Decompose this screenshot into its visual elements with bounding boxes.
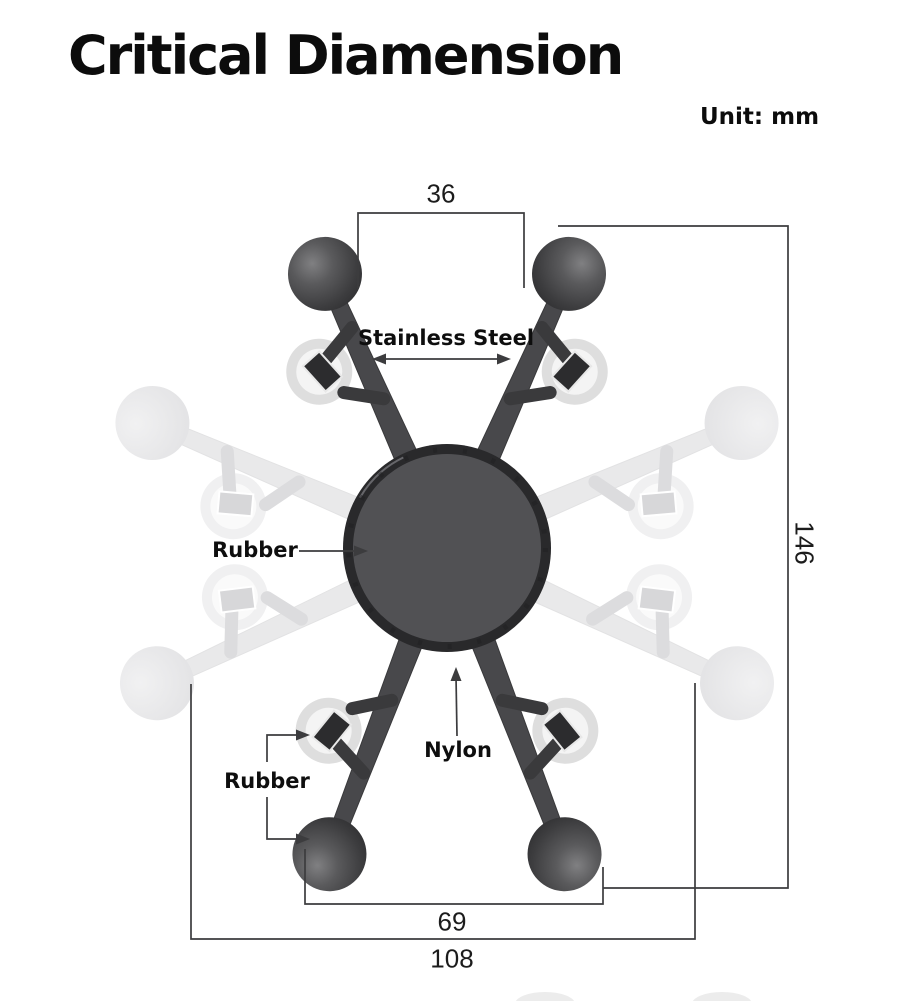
- rubber-rollers-label: Rubber: [224, 769, 310, 793]
- dimension-lines: [190, 212, 789, 940]
- stainless-steel-label: Stainless Steel: [357, 326, 535, 350]
- page-title: Critical Diamension: [68, 24, 624, 87]
- dimension-146-bracket: [558, 225, 789, 889]
- rubber-center-pad-label: Rubber: [212, 538, 298, 562]
- unit-label: Unit: mm: [700, 104, 820, 130]
- center-hub: [343, 444, 551, 652]
- nylon-arrow-line: [455, 675, 458, 737]
- rubber-rollers-arrow-bottom: [266, 797, 303, 840]
- nylon-label: Nylon: [424, 738, 492, 762]
- arrowhead: [497, 353, 511, 365]
- arrowhead: [372, 353, 386, 365]
- ghost-arm-upper-right: [483, 385, 779, 543]
- dimension-108-bracket: [190, 683, 696, 940]
- dimension-36-bracket: [357, 212, 525, 289]
- ghost-arm-upper-left: [115, 385, 411, 543]
- arrowhead: [296, 729, 310, 741]
- arm-lower-right: [450, 585, 602, 892]
- dimension-outer-width-value: 108: [430, 943, 474, 974]
- bottom-edge-artifacts: [515, 992, 752, 1001]
- arrowhead: [354, 545, 368, 557]
- rubber-rollers-arrow-top: [266, 734, 303, 762]
- arrowhead: [296, 833, 310, 845]
- ghost-arm-lower-left: [119, 554, 412, 721]
- ghost-arm-lower-right: [482, 554, 775, 721]
- arrowhead: [450, 667, 462, 681]
- dimension-top-width-value: 36: [426, 178, 456, 209]
- dimension-69-bracket: [304, 849, 604, 905]
- dimension-height-value: 146: [789, 521, 820, 565]
- dimension-inner-width-value: 69: [437, 906, 467, 937]
- ghost-open-position: [115, 385, 779, 721]
- arm-lower-left: [292, 585, 444, 892]
